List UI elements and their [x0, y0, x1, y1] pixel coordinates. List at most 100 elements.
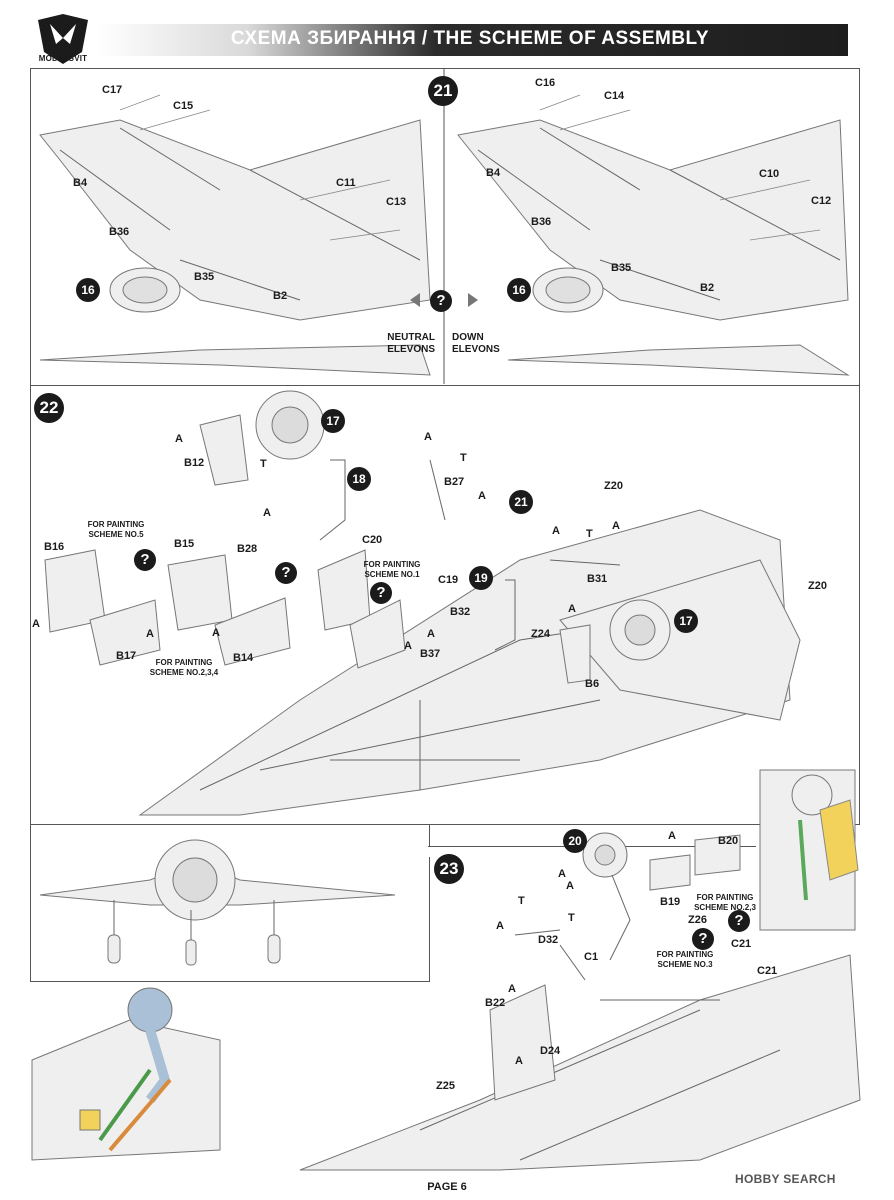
note-line: SCHEME NO.1 — [364, 570, 420, 579]
step-22-ref-badge: 19 — [469, 566, 493, 590]
painting-scheme-note: FOR PAINTING SCHEME NO.2,3 — [690, 893, 760, 913]
painting-scheme-note: FOR PAINTING SCHEME NO.2,3,4 — [136, 658, 232, 678]
part-label: Z20 — [808, 580, 827, 592]
part-label: A — [263, 507, 271, 519]
part-label: A — [212, 627, 220, 639]
scheme-option-icon: ? — [728, 910, 750, 932]
part-label: B4 — [73, 177, 88, 189]
part-label: Z26 — [688, 914, 707, 926]
step-23-badge: 23 — [434, 854, 464, 884]
page-number: PAGE 6 — [427, 1181, 467, 1193]
step-22-ref-badge: 17 — [321, 409, 345, 433]
part-label: D32 — [538, 934, 559, 946]
part-label: C20 — [362, 534, 383, 546]
step-21-ref-badge-left: 16 — [76, 278, 100, 302]
caption-line: NEUTRAL — [387, 332, 435, 343]
step-21-badge: 21 — [428, 76, 458, 106]
part-label: B19 — [660, 896, 681, 908]
note-line: SCHEME NO.2,3 — [694, 903, 756, 912]
part-label: A — [668, 830, 676, 842]
part-label: D24 — [540, 1045, 561, 1057]
part-label: B16 — [44, 541, 65, 553]
part-label: B32 — [450, 606, 471, 618]
part-label: A — [558, 868, 566, 880]
part-label: Z24 — [531, 628, 550, 640]
part-label: B20 — [718, 835, 739, 847]
part-label: C13 — [386, 196, 407, 208]
part-label: B4 — [486, 167, 501, 179]
part-label: B14 — [233, 652, 254, 664]
part-label: B27 — [444, 476, 465, 488]
part-label: A — [424, 431, 432, 443]
part-label: C11 — [336, 177, 356, 189]
part-label: A — [566, 880, 574, 892]
header-bar — [98, 24, 848, 56]
part-label: B36 — [531, 216, 552, 228]
note-line: SCHEME NO.3 — [657, 960, 713, 969]
part-label: B22 — [485, 997, 506, 1009]
part-label: A — [175, 433, 183, 445]
scheme-option-icon: ? — [134, 549, 156, 571]
part-label: B12 — [184, 457, 205, 469]
part-label: B36 — [109, 226, 130, 238]
part-label: A — [612, 520, 620, 532]
part-label: T — [518, 895, 525, 907]
modelsvit-logo — [38, 14, 88, 64]
part-label: C16 — [535, 77, 556, 89]
part-label: A — [146, 628, 154, 640]
painting-scheme-note: FOR PAINTING SCHEME NO.3 — [650, 950, 720, 970]
note-line: FOR PAINTING — [696, 893, 754, 902]
scheme-option-icon: ? — [275, 562, 297, 584]
part-label: A — [515, 1055, 523, 1067]
part-label: C21 — [731, 938, 752, 950]
part-label: B17 — [116, 650, 137, 662]
elevon-option-icon: ? — [430, 290, 452, 312]
part-label: B35 — [611, 262, 632, 274]
part-label: B37 — [420, 648, 441, 660]
step-23-ref-badge: 20 — [563, 829, 587, 853]
step-21-ref-badge-right: 16 — [507, 278, 531, 302]
painting-scheme-note: FOR PAINTING SCHEME NO.5 — [68, 520, 164, 540]
watermark: HOBBY SEARCH — [735, 1172, 836, 1186]
part-label: C19 — [438, 574, 459, 586]
note-line: SCHEME NO.5 — [88, 530, 144, 539]
note-line: FOR PAINTING — [363, 560, 421, 569]
caption-line: DOWN — [452, 332, 484, 343]
part-label: C12 — [811, 195, 832, 207]
part-label: A — [496, 920, 504, 932]
part-label: A — [32, 618, 40, 630]
step-22-ref-badge: 17 — [674, 609, 698, 633]
part-label: Z20 — [604, 480, 623, 492]
down-elevons-caption: DOWN ELEVONS — [452, 332, 500, 356]
painting-scheme-note: FOR PAINTING SCHEME NO.1 — [352, 560, 432, 580]
part-label: Z25 — [436, 1080, 455, 1092]
part-label: C10 — [759, 168, 780, 180]
scheme-option-icon: ? — [692, 928, 714, 950]
part-label: B28 — [237, 543, 258, 555]
part-label: T — [586, 528, 593, 540]
part-label: T — [260, 458, 267, 470]
note-line: FOR PAINTING — [87, 520, 145, 529]
part-label: B2 — [700, 282, 715, 294]
scheme-option-icon: ? — [370, 582, 392, 604]
step-22-ref-badge: 21 — [509, 490, 533, 514]
brand-name: MODELSVIT — [38, 54, 88, 63]
part-label: C15 — [173, 100, 194, 112]
part-label: B31 — [587, 573, 608, 585]
part-label: A — [552, 525, 560, 537]
part-label: A — [404, 640, 412, 652]
part-label: A — [478, 490, 486, 502]
part-label: C17 — [102, 84, 123, 96]
part-label: A — [508, 983, 516, 995]
note-line: FOR PAINTING — [656, 950, 714, 959]
step-22-badge: 22 — [34, 393, 64, 423]
part-label: B6 — [585, 678, 600, 690]
page-title: СХЕМА ЗБИРАННЯ / THE SCHEME OF ASSEMBLY — [230, 28, 710, 49]
part-label: A — [427, 628, 435, 640]
note-line: SCHEME NO.2,3,4 — [149, 668, 219, 677]
caption-line: ELEVONS — [387, 344, 435, 355]
part-label: B2 — [273, 290, 288, 302]
part-label: C21 — [757, 965, 778, 977]
part-label: A — [568, 603, 576, 615]
